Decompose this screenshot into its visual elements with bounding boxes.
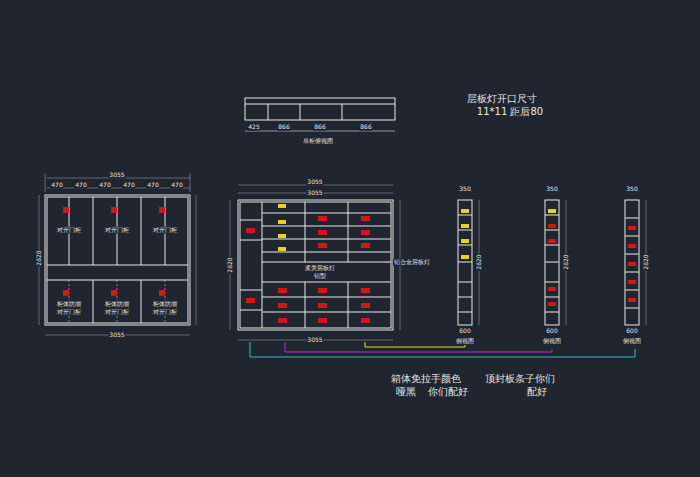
dimension-label: 2620 <box>563 253 570 270</box>
dimension-label: 对开门柜 <box>104 309 130 316</box>
dimension-label: 3055 <box>108 172 125 179</box>
note-text: 11*11 距后80 <box>476 106 544 117</box>
dimension-label: 600 <box>625 328 638 335</box>
dimension-label: 2620 <box>36 249 43 266</box>
dimension-label: 3055 <box>108 332 125 339</box>
dimension-label: 470 <box>50 182 63 189</box>
dimension-label: 对开门柜 <box>152 227 178 234</box>
dimension-label: 2620 <box>643 253 650 270</box>
note-text: 层板灯开口尺寸 <box>466 93 538 104</box>
dimension-label: 2620 <box>476 253 483 270</box>
note-text: 配好 <box>526 386 548 397</box>
dimension-label: 866 <box>359 124 372 131</box>
dimension-label: 350 <box>625 186 638 193</box>
dimension-label: 3055 <box>306 179 323 186</box>
dimension-label: 3055 <box>306 190 323 197</box>
note-text: 顶封板条子你们 <box>484 373 556 384</box>
dimension-label: 柜体防潮 <box>104 301 130 308</box>
dimension-label: 对开门柜 <box>152 309 178 316</box>
dimension-label: 470 <box>98 182 111 189</box>
dimension-label: 350 <box>458 186 471 193</box>
dimension-label: 470 <box>170 182 183 189</box>
dimension-label: 对开门柜 <box>104 227 130 234</box>
dimension-label: 470 <box>146 182 159 189</box>
dimension-label: 侧视图 <box>622 338 642 345</box>
dimension-label: 柜体防潮 <box>56 301 82 308</box>
dimension-label: 425 <box>247 124 260 131</box>
dimension-label: 350 <box>545 186 558 193</box>
dimension-label: 600 <box>458 328 471 335</box>
dimension-label: 对开门柜 <box>56 227 82 234</box>
note-text: 你们配好 <box>427 386 469 397</box>
dimension-label: 柔美层板灯 <box>304 265 336 272</box>
dimension-label: 侧视图 <box>455 338 475 345</box>
note-text: 箱体免拉手颜色 <box>390 373 462 384</box>
note-text: 哑黑 <box>395 386 417 397</box>
dimension-label: 侧视图 <box>542 338 562 345</box>
dimension-label: 对开门柜 <box>56 309 82 316</box>
dimension-label: 吊柜俯视图 <box>302 138 334 145</box>
dimension-label: 2620 <box>227 256 234 273</box>
dimension-label: 铝型 <box>313 273 327 280</box>
dimension-label: 柜体防潮 <box>152 301 178 308</box>
dimension-label: 470 <box>122 182 135 189</box>
dimension-label: 3055 <box>306 337 323 344</box>
dimension-label: 铝合金层板灯 <box>393 259 431 266</box>
dimension-label: 866 <box>313 124 326 131</box>
dimension-label: 470 <box>74 182 87 189</box>
dimension-label: 866 <box>277 124 290 131</box>
dimension-label: 600 <box>545 328 558 335</box>
